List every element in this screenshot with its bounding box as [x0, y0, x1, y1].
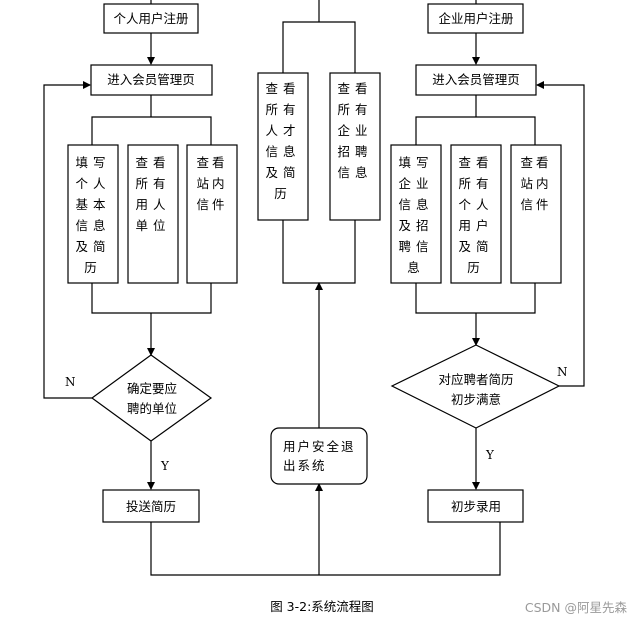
- fill-personal-info-label-line: 填写: [75, 155, 110, 170]
- personal-register-box: [103, 3, 199, 34]
- view-talent-info-box: [257, 72, 309, 221]
- view-all-employers-label-line: 所有: [135, 176, 170, 191]
- view-enterprise-jobs-label-line: 所有: [337, 102, 372, 117]
- submit-resume-label: 投送简历: [126, 499, 176, 514]
- fill-enterprise-info-label: 填写企业信息及招聘信息: [398, 155, 433, 275]
- left-view-inbox-box: [186, 144, 238, 284]
- fill-enterprise-info-label-line: 填写: [398, 155, 433, 170]
- view-personal-resumes-label-line: 个人: [458, 197, 493, 212]
- figure-caption: 图 3-2:系统流程图: [270, 599, 374, 614]
- fill-enterprise-info-label-line: 聘信: [398, 239, 433, 254]
- fill-enterprise-info-box: [390, 144, 442, 284]
- view-personal-resumes-label: 查看所有个人用户及简历: [458, 155, 493, 275]
- right-no-label: N: [557, 365, 568, 379]
- right-view-inbox-box: [510, 144, 562, 284]
- view-personal-resumes-label-line: 历: [467, 260, 485, 275]
- view-personal-resumes-label-line: 用户: [458, 218, 493, 233]
- left-view-inbox-label-line: 查看: [196, 155, 227, 170]
- enterprise-register-label: 企业用户注册: [438, 11, 513, 26]
- left-view-inbox-label-line: 信件: [196, 197, 227, 212]
- view-all-employers-label-line: 单位: [135, 218, 170, 233]
- left-no-label: N: [65, 375, 76, 389]
- view-enterprise-jobs-label-line: 企业: [337, 123, 372, 138]
- fill-personal-info-label-line: 基本: [75, 197, 110, 212]
- fill-personal-info-label-line: 历: [84, 260, 102, 275]
- decision-right-label-line: 对应聘者简历: [438, 372, 513, 387]
- initial-hire-label: 初步录用: [451, 499, 501, 514]
- initial-hire-box: [427, 489, 524, 523]
- view-talent-info-label-line: 及简: [265, 165, 300, 180]
- fill-enterprise-info-label-line: 信息: [398, 197, 433, 212]
- right-yes-label: Y: [485, 448, 495, 462]
- decision-right-diamond: [390, 344, 561, 429]
- fill-enterprise-info-label-line: 息: [407, 260, 425, 275]
- view-talent-info-label-line: 查看: [265, 81, 300, 96]
- right-view-inbox-label: 查看站内信件: [520, 155, 551, 212]
- decision-left-label: 确定要应聘的单位: [127, 381, 177, 416]
- safe-logout-box: [270, 427, 368, 485]
- right-member-page-box: [415, 64, 537, 96]
- view-all-employers-label-line: 用人: [135, 197, 170, 212]
- view-personal-resumes-label-line: 所有: [458, 176, 493, 191]
- view-talent-info-label: 查看所有人才信息及简历: [265, 81, 300, 201]
- right-view-inbox-label-line: 信件: [520, 197, 551, 212]
- fill-enterprise-info-label-line: 及招: [398, 218, 433, 233]
- right-view-inbox-label-line: 站内: [520, 176, 551, 191]
- view-talent-info-label-line: 历: [274, 186, 292, 201]
- view-personal-resumes-label-line: 及简: [458, 239, 493, 254]
- fill-personal-info-label-line: 个人: [75, 176, 110, 191]
- left-yes-label: Y: [160, 459, 170, 473]
- view-talent-info-label-line: 人才: [265, 123, 300, 138]
- fill-personal-info-label-line: 及简: [75, 239, 110, 254]
- left-view-inbox-label: 查看站内信件: [196, 155, 227, 212]
- view-personal-resumes-label-line: 查看: [458, 155, 493, 170]
- personal-register-label: 个人用户注册: [113, 11, 188, 26]
- fill-personal-info-label: 填写个人基本信息及简历: [75, 155, 110, 275]
- view-all-employers-label: 查看所有用人单位: [135, 155, 170, 233]
- right-member-page-label: 进入会员管理页: [432, 72, 520, 87]
- view-personal-resumes-box: [450, 144, 502, 284]
- fill-enterprise-info-label-line: 企业: [398, 176, 433, 191]
- left-view-inbox-label-line: 站内: [196, 176, 227, 191]
- decision-left-diamond: [90, 354, 213, 442]
- view-enterprise-jobs-label-line: 招聘: [337, 144, 372, 159]
- decision-right-label: 对应聘者简历初步满意: [438, 372, 513, 407]
- view-enterprise-jobs-label-line: 查看: [337, 81, 372, 96]
- view-enterprise-jobs-label-line: 信息: [337, 165, 372, 180]
- decision-left-label-line: 聘的单位: [127, 401, 177, 416]
- left-member-page-label: 进入会员管理页: [107, 72, 195, 87]
- safe-logout-label-line: 出系统: [283, 458, 327, 473]
- fill-personal-info-label-line: 信息: [75, 218, 110, 233]
- submit-resume-box: [102, 489, 200, 523]
- right-view-inbox-label-line: 查看: [520, 155, 551, 170]
- enterprise-register-box: [427, 3, 524, 34]
- view-enterprise-jobs-box: [329, 72, 381, 221]
- safe-logout-label: 用户安全退出系统: [283, 439, 356, 473]
- left-member-page-box: [90, 64, 213, 96]
- view-all-employers-label-line: 查看: [135, 155, 170, 170]
- safe-logout-label-line: 用户安全退: [283, 439, 356, 454]
- decision-right-label-line: 初步满意: [451, 392, 501, 407]
- view-talent-info-label-line: 信息: [265, 144, 300, 159]
- csdn-watermark: CSDN @阿星先森: [525, 600, 628, 615]
- view-enterprise-jobs-label: 查看所有企业招聘信息: [337, 81, 372, 180]
- view-all-employers-box: [127, 144, 179, 284]
- fill-personal-info-box: [67, 144, 119, 284]
- view-talent-info-label-line: 所有: [265, 102, 300, 117]
- decision-left-label-line: 确定要应: [127, 381, 177, 396]
